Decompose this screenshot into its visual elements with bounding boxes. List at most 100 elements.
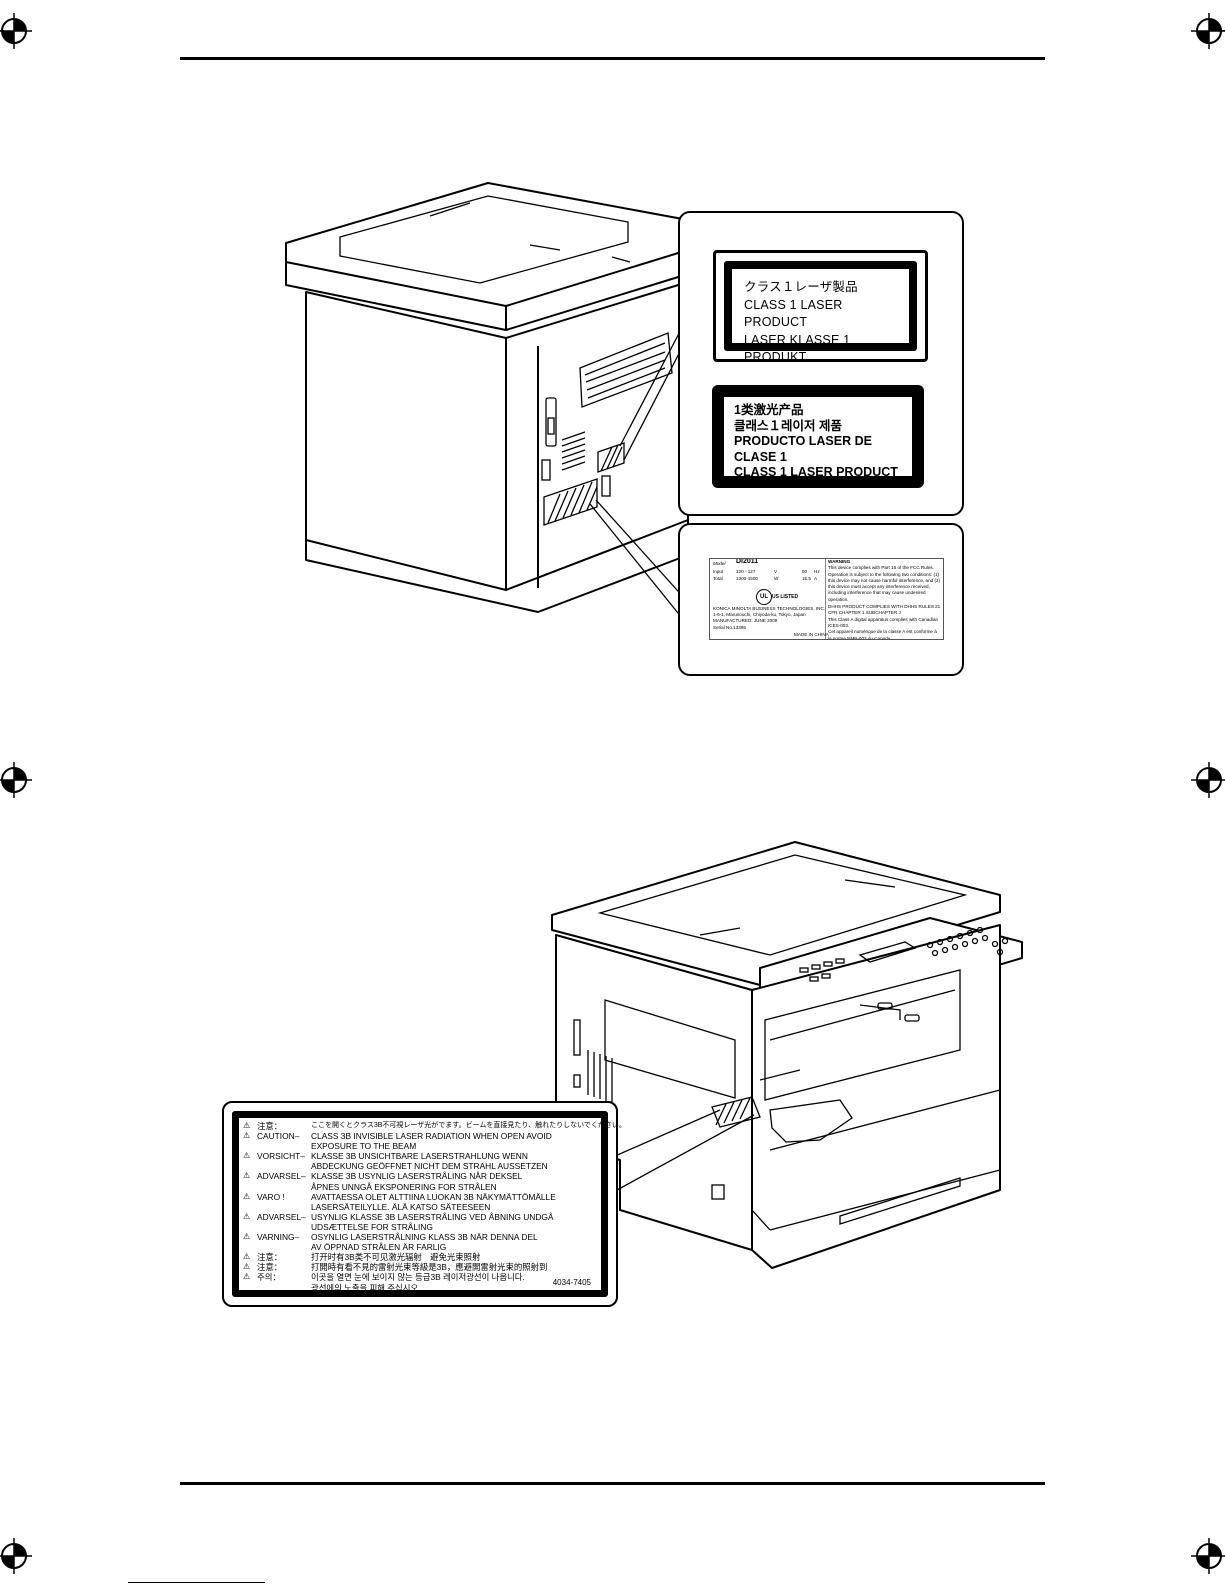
made-in: MADE IN CHINA <box>794 632 829 637</box>
class1-label-line-2: CLASS 1 LASER PRODUCT <box>744 297 843 330</box>
caution-text: OSYNLIG LASERSTRÅLNING KLASS 3B NÄR DENN… <box>311 1232 538 1243</box>
caution-text: ここを開くとクラス3B不可視レーザ光がでます。ビームを直接見たり、触れたりしない… <box>311 1122 626 1129</box>
caution-word: ADVARSEL– <box>257 1171 306 1182</box>
warning-title: WARNING <box>828 559 851 564</box>
dhhs-text: DHHS PRODUCT COMPLIES WITH DHHS RULES 21… <box>828 604 941 616</box>
registration-mark-top-left-icon <box>0 13 32 49</box>
caution-text: EXPOSURE TO THE BEAM <box>311 1141 417 1152</box>
caution-word: 注意： <box>257 1252 283 1263</box>
registration-mark-top-right-icon <box>1191 13 1225 49</box>
registration-mark-mid-left-icon <box>0 762 32 798</box>
caution-row: ABDECKUNG GEÖFFNET NICHT DEM STRAHL AUSS… <box>243 1161 595 1171</box>
caution-word <box>257 1283 311 1293</box>
total-power-unit: W <box>774 576 779 581</box>
caution-row: ⚠ CAUTION– CLASS 3B INVISIBLE LASER RADIAT… <box>243 1131 595 1141</box>
warning-triangle-icon: ⚠ <box>243 1232 251 1242</box>
caution-text: 打开时有3B类不可见激光辐射 避免光束照射 <box>311 1252 481 1263</box>
cn-label-line-3: PRODUCTO LASER DE CLASE 1 <box>734 434 872 464</box>
caution-row: ⚠ ADVARSEL– USYNLIG KLASSE 3B LASERSTRÅLIN… <box>243 1212 595 1222</box>
model-value: Di2011 <box>736 558 759 565</box>
caution-row: ÅPNES UNNGÅ EKSPONERING FOR STRÅLEN <box>243 1182 595 1192</box>
rating-plate: Model Di2011 Input 120 - 127 V 50 Hz Tot… <box>709 558 944 640</box>
registration-mark-mid-right-icon <box>1191 762 1225 798</box>
caution-word <box>257 1161 311 1171</box>
caution-text: AV ÖPPNAD STRÅLEN ÄR FARLIG <box>311 1242 447 1253</box>
cn-label-line-1: 1类激光产品 <box>734 403 804 417</box>
header-rule <box>180 57 1045 60</box>
caution-text: AVATTAESSA OLET ALTTIINA LUOKAN 3B NÄKYM… <box>311 1191 556 1202</box>
warning-triangle-icon: ⚠ <box>243 1171 251 1181</box>
warning-triangle-icon: ⚠ <box>243 1131 251 1141</box>
caution-word: VARNING– <box>257 1232 300 1243</box>
footer-rule <box>180 1482 1045 1485</box>
input-label: Input <box>713 569 724 574</box>
caution-text: UDSÆTTELSE FOR STRÅLING <box>311 1221 433 1232</box>
caution-row: ⚠VORSICHT–KLASSE 3B UNSICHTBARE LASERSTR… <box>243 1151 595 1161</box>
caution-text: 이곳을 열면 눈에 보이지 않는 등급3B 레이저광선이 나옵니다. <box>311 1272 525 1283</box>
warning-triangle-icon: ⚠ <box>243 1151 251 1161</box>
total-current: 16.5 <box>802 576 811 581</box>
class3b-caution-label: ⚠ 注意： ここを開くとクラス3B不可視レーザ光がでます。ビームを直接見たり、触れた… <box>222 1101 626 1307</box>
caution-row: EXPOSURE TO THE BEAM <box>243 1141 595 1151</box>
registration-mark-bottom-right-icon <box>1191 1538 1225 1574</box>
warning-triangle-icon: ⚠ <box>243 1211 251 1221</box>
class1-laser-label-cn: 1类激光产品 클래스１레이저 제품 PRODUCTO LASER DE CLAS… <box>712 385 924 488</box>
class1-laser-label-jp: クラス１レーザ製品 CLASS 1 LASER PRODUCT LASER KL… <box>713 250 928 364</box>
caution-row: ⚠ VARO ! AVATTAESSA OLET ALTTIINA LUOKAN 3… <box>243 1192 595 1202</box>
caution-word: 注意： <box>257 1262 283 1273</box>
caution-word <box>257 1202 311 1212</box>
warning-triangle-icon: ⚠ <box>243 1121 251 1130</box>
model-label: Model <box>713 561 726 566</box>
crop-line-top-left <box>0 30 4 31</box>
caution-row: LASERSÄTEILYLLE. ÄLÄ KATSO SÄTEESEEN <box>243 1202 595 1212</box>
warning-text: This device complies with Part 15 of the… <box>828 565 941 602</box>
input-voltage-unit: V <box>774 569 778 574</box>
canada-text: This Class A digital apparatus complies … <box>828 616 939 628</box>
class1-label-line-1: クラス１レーザ製品 <box>744 280 858 294</box>
caution-text: LASERSÄTEILYLLE. ÄLÄ KATSO SÄTEESEEN <box>311 1201 491 1212</box>
ul-mark-text: UL <box>760 594 768 600</box>
caution-row: ⚠ ADVARSEL– KLASSE 3B USYNLIG LASERSTRÅLIN… <box>243 1171 595 1181</box>
caution-word: 注意： <box>257 1121 283 1131</box>
caution-text: ÅPNES UNNGÅ EKSPONERING FOR STRÅLEN <box>311 1181 497 1192</box>
caution-text: 打開時有看不見的雷射光束等級是3B，應避開雷射光束的照射到 <box>311 1262 548 1273</box>
printer-rear-view-illustration <box>285 182 689 619</box>
caution-word: ADVARSEL– <box>257 1211 306 1222</box>
caution-text: CLASS 3B INVISIBLE LASER RADIATION WHEN … <box>311 1131 552 1142</box>
caution-text: USYNLIG KLASSE 3B LASERSTRÅLING VED ÅBNI… <box>311 1211 554 1222</box>
caution-word <box>257 1222 311 1232</box>
caution-text: ABDECKUNG GEÖFFNET NICHT DEM STRAHL AUSS… <box>311 1161 548 1172</box>
total-current-unit: A <box>814 576 818 581</box>
caution-word: CAUTION– <box>257 1131 300 1142</box>
laser-labels-callout: クラス１レーザ製品 CLASS 1 LASER PRODUCT LASER KL… <box>678 211 964 516</box>
company-name: KONICA MINOLTA BUSINESS TECHNOLOGIES, IN… <box>713 606 826 611</box>
caution-word: VARO ! <box>257 1191 285 1202</box>
canada-fr-text: Cet appareil numérique de la classe A es… <box>828 629 937 639</box>
input-voltage: 120 - 127 <box>736 569 756 574</box>
warning-triangle-icon: ⚠ <box>243 1252 251 1262</box>
ul-listed-mark-icon: UL <box>756 589 772 605</box>
manufactured-date: MANUFACTURED: JUNE 2009 <box>713 618 778 623</box>
warning-triangle-icon: ⚠ <box>243 1191 251 1201</box>
total-power: 1300-1500 <box>736 576 758 581</box>
cn-label-line-4: CLASS 1 LASER PRODUCT <box>734 465 898 479</box>
caution-word: 주의： <box>257 1272 281 1283</box>
caution-row: 광선에의 노출을 피해 주십시오. <box>243 1283 595 1293</box>
total-label: Total <box>713 576 723 581</box>
caution-word <box>257 1182 311 1192</box>
company-address: 1-6-1, Marunouchi, Chiyoda-ku, Tokyo, Ja… <box>713 612 806 617</box>
caution-text: KLASSE 3B USYNLIG LASERSTRÅLING NÅR DEKS… <box>311 1171 523 1182</box>
caution-row: AV ÖPPNAD STRÅLEN ÄR FARLIG <box>243 1242 595 1252</box>
input-frequency-unit: Hz <box>814 569 820 574</box>
caution-word <box>257 1141 311 1151</box>
registration-mark-bottom-left-icon <box>0 1538 32 1574</box>
caution-row: ⚠ 注意： ここを開くとクラス3B不可視レーザ光がでます。ビームを直接見たり、触れた… <box>243 1121 626 1131</box>
printer-front-view-illustration <box>551 841 1023 1269</box>
serial-number: Serial No.13365 <box>713 625 746 630</box>
input-frequency: 50 <box>802 569 808 574</box>
label-part-code: 4034-7405 <box>552 1278 591 1287</box>
crop-line-bottom-left <box>128 1582 265 1583</box>
caution-row: ⚠주의：이곳을 열면 눈에 보이지 않는 등급3B 레이저광선이 나옵니다. <box>243 1272 595 1282</box>
caution-word <box>257 1242 311 1252</box>
ul-listed-text: US LISTED <box>772 594 799 600</box>
